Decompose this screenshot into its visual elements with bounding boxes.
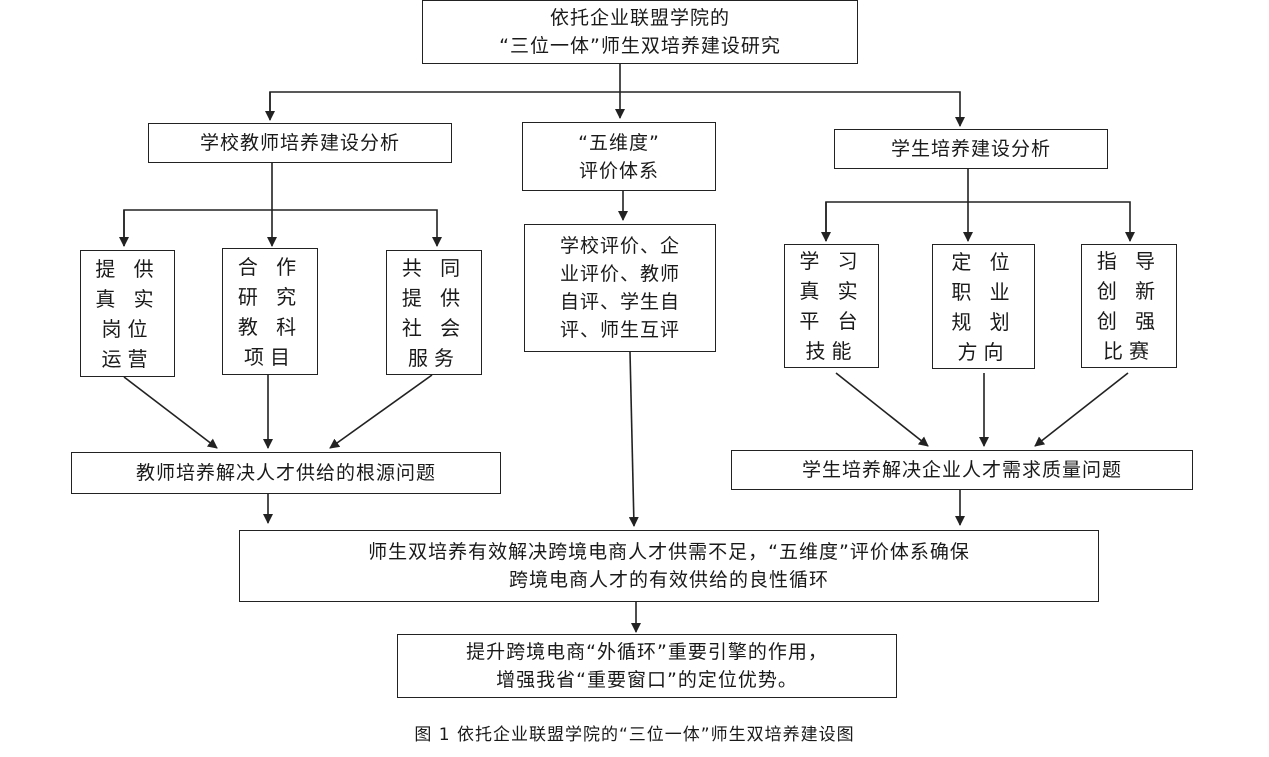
teacher-child-2-l1: 合 作: [237, 254, 303, 279]
teacher-child-1-l4: 运营: [101, 346, 154, 371]
student-child-2-l1: 定 位: [951, 249, 1016, 274]
branch-top: [269, 91, 965, 127]
student-child-3: 指 导 创 新 创 强 比赛: [1081, 244, 1177, 368]
final-line1: 提升跨境电商“外循环”重要引擎的作用，: [466, 641, 828, 663]
final-goal-box: 提升跨境电商“外循环”重要引擎的作用， 增强我省“重要窗口”的定位优势。: [397, 634, 897, 698]
teacher-child-3-l1: 共 同: [401, 255, 467, 280]
teacher-analysis-box: 学校教师培养建设分析: [148, 123, 452, 163]
student-analysis-box: 学生培养建设分析: [834, 129, 1108, 169]
teacher-result-text: 教师培养解决人才供给的根源问题: [135, 462, 436, 484]
student-child-3-l2: 创 新: [1096, 279, 1162, 303]
teacher-child-2-l4: 项目: [243, 344, 296, 369]
combined-outcome-box: 师生双培养有效解决跨境电商人才供需不足，“五维度”评价体系确保 跨境电商人才的有…: [239, 530, 1099, 602]
student-child-3-l4: 比赛: [1102, 339, 1155, 363]
figure-caption: 图 1 依托企业联盟学院的“三位一体”师生双培养建设图: [414, 725, 855, 745]
student-child-3-l3: 创 强: [1096, 309, 1162, 333]
student-child-1-l4: 技能: [805, 339, 858, 363]
student-result-box: 学生培养解决企业人才需求质量问题: [731, 450, 1193, 490]
teacher-child-1-l2: 真 实: [95, 286, 160, 311]
teacher-child-2-l2: 研 究: [237, 284, 303, 309]
teacher-child-1-l1: 提 供: [95, 256, 160, 281]
evaluation-detail-line1: 学校评价、企: [559, 235, 680, 257]
student-child-1-l1: 学 习: [799, 249, 864, 273]
arrow-r1-result: [835, 372, 929, 447]
combined-line2: 跨境电商人才的有效供给的良性循环: [508, 569, 829, 591]
evaluation-detail-line2: 业评价、教师: [559, 263, 680, 285]
teacher-child-2-l3: 教 科: [237, 314, 303, 339]
root-topic-box: 依托企业联盟学院的 “三位一体”师生双培养建设研究: [422, 0, 858, 64]
arrow-middle-combined: [628, 351, 639, 527]
arrow-l1-result: [123, 376, 218, 449]
student-analysis-title: 学生培养建设分析: [890, 138, 1051, 160]
evaluation-title-line2: 评价体系: [578, 159, 659, 182]
student-child-2-l4: 方向: [957, 339, 1010, 364]
student-child-1: 学 习 真 实 平 台 技能: [784, 244, 879, 368]
final-line2: 增强我省“重要窗口”的定位优势。: [496, 669, 798, 691]
teacher-child-3-l2: 提 供: [401, 285, 467, 310]
student-child-3-l1: 指 导: [1096, 249, 1162, 273]
student-child-1-l3: 平 台: [799, 309, 864, 333]
student-child-2-l3: 规 划: [951, 309, 1016, 334]
student-child-2: 定 位 职 业 规 划 方向: [932, 244, 1035, 369]
teacher-child-2: 合 作 研 究 教 科 项目: [222, 248, 318, 375]
student-child-2-l2: 职 业: [951, 279, 1016, 304]
teacher-child-3-l4: 服务: [407, 345, 460, 370]
teacher-child-1-l3: 岗位: [101, 316, 154, 341]
teacher-child-3-l3: 社 会: [401, 315, 467, 340]
student-child-1-l2: 真 实: [799, 279, 864, 303]
evaluation-title-line1: “五维度”: [578, 131, 660, 154]
teacher-analysis-title: 学校教师培养建设分析: [199, 132, 400, 154]
root-line2: “三位一体”师生双培养建设研究: [499, 35, 781, 57]
evaluation-detail-line3: 自评、学生自: [559, 291, 680, 313]
evaluation-system-box: “五维度” 评价体系: [522, 122, 716, 191]
student-result-text: 学生培养解决企业人才需求质量问题: [801, 459, 1122, 481]
branch-left: [123, 209, 442, 247]
arrow-l3-result: [329, 374, 433, 449]
branch-right: [825, 201, 1135, 242]
evaluation-detail-line4: 评、师生互评: [559, 319, 680, 341]
arrow-r3-result: [1034, 372, 1129, 447]
teacher-result-box: 教师培养解决人才供给的根源问题: [71, 452, 501, 494]
combined-line1: 师生双培养有效解决跨境电商人才供需不足，“五维度”评价体系确保: [368, 541, 970, 563]
teacher-child-1: 提 供 真 实 岗位 运营: [80, 250, 175, 377]
teacher-child-3: 共 同 提 供 社 会 服务: [386, 250, 482, 375]
evaluation-detail-box: 学校评价、企 业评价、教师 自评、学生自 评、师生互评: [524, 224, 716, 352]
root-line1: 依托企业联盟学院的: [549, 7, 730, 29]
